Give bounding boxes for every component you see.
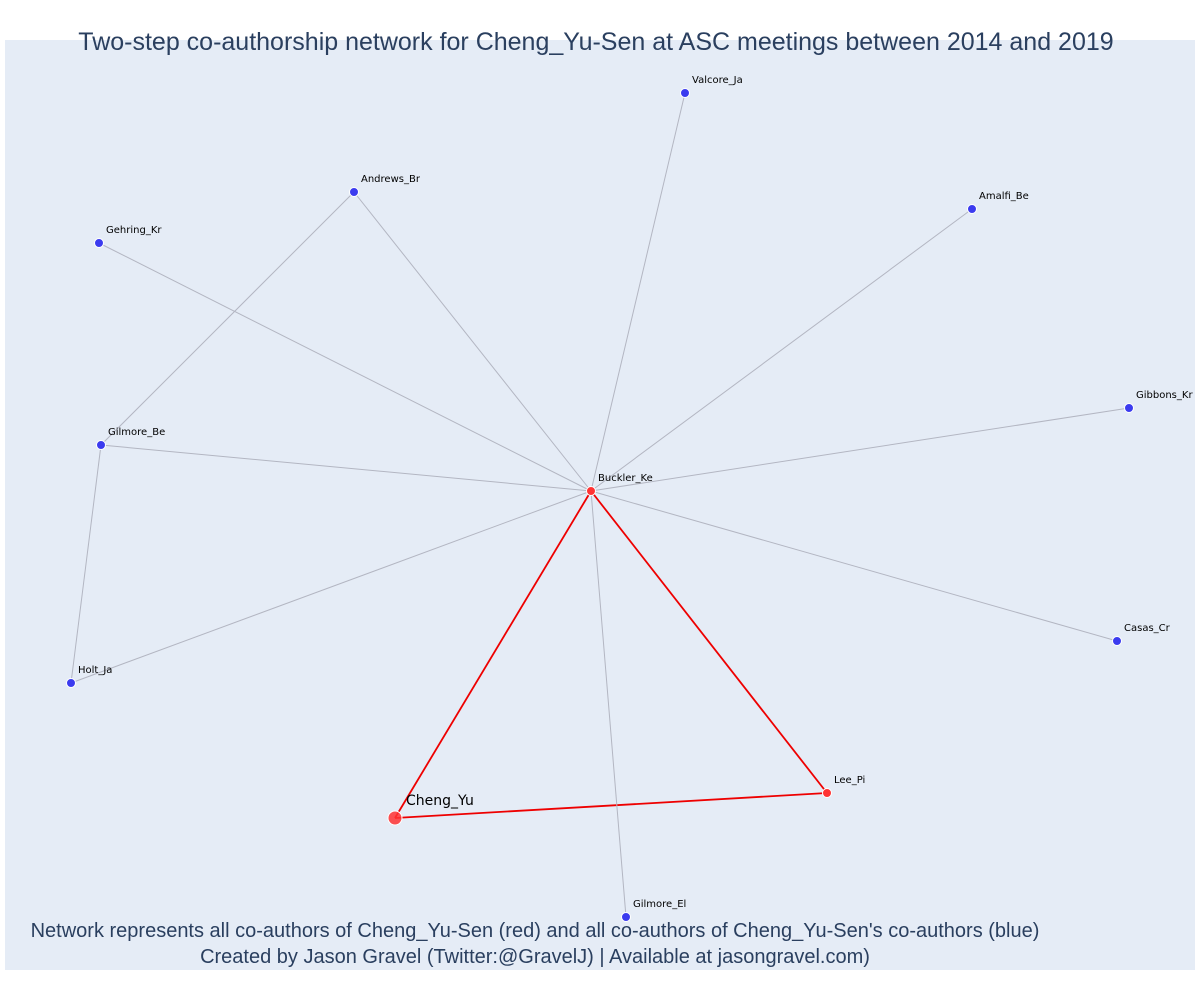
chart-title: Two-step co-authorship network for Cheng… <box>78 28 1114 56</box>
node-label-gehring-kr: Gehring_Kr <box>106 225 162 236</box>
node-buckler-ke[interactable] <box>586 486 596 496</box>
node-holt-ja[interactable] <box>66 678 76 688</box>
node-amalfi-be[interactable] <box>967 204 977 214</box>
edge-buckler-ke-gilmore-be <box>100 444 592 492</box>
node-label-andrews-br: Andrews_Br <box>361 174 421 185</box>
node-label-valcore-ja: Valcore_Ja <box>692 75 743 86</box>
caption: Network represents all co-authors of Che… <box>0 918 1070 970</box>
node-label-cheng-yu: Cheng_Yu <box>406 793 474 809</box>
edge-layer <box>70 92 1130 918</box>
node-label-buckler-ke: Buckler_Ke <box>598 473 653 484</box>
node-label-casas-cr: Casas_Cr <box>1124 623 1171 634</box>
node-andrews-br[interactable] <box>349 187 359 197</box>
caption-line-1: Network represents all co-authors of Che… <box>30 920 1040 942</box>
node-gilmore-el[interactable] <box>621 912 631 922</box>
node-gehring-kr[interactable] <box>94 238 104 248</box>
plot-background <box>5 40 1195 970</box>
edge-buckler-ke-gibbons-kr <box>590 407 1130 492</box>
edge-cheng-yu-buckler-ke <box>394 490 592 819</box>
node-valcore-ja[interactable] <box>680 88 690 98</box>
node-label-gilmore-el: Gilmore_El <box>633 899 686 910</box>
node-label-gibbons-kr: Gibbons_Kr <box>1136 390 1193 401</box>
edge-buckler-ke-holt-ja <box>70 490 592 684</box>
node-label-gilmore-be: Gilmore_Be <box>108 427 165 438</box>
edge-buckler-ke-gilmore-el <box>590 490 627 918</box>
node-cheng-yu[interactable] <box>387 810 403 826</box>
node-layer <box>66 88 1134 922</box>
node-label-amalfi-be: Amalfi_Be <box>979 191 1029 202</box>
node-label-lee-pi: Lee_Pi <box>834 775 865 786</box>
node-lee-pi[interactable] <box>822 788 832 798</box>
edge-buckler-ke-gehring-kr <box>98 242 592 492</box>
edge-buckler-ke-lee-pi <box>590 490 828 794</box>
node-casas-cr[interactable] <box>1112 636 1122 646</box>
node-gibbons-kr[interactable] <box>1124 403 1134 413</box>
edge-andrews-br-gilmore-be <box>100 191 355 446</box>
edge-buckler-ke-amalfi-be <box>590 208 973 492</box>
caption-line-2: Created by Jason Gravel (Twitter:@Gravel… <box>200 946 870 968</box>
node-label-holt-ja: Holt_Ja <box>78 665 112 676</box>
node-gilmore-be[interactable] <box>96 440 106 450</box>
edge-buckler-ke-casas-cr <box>590 490 1118 642</box>
edge-cheng-yu-lee-pi <box>394 792 828 819</box>
edge-gilmore-be-holt-ja <box>70 444 102 684</box>
edge-buckler-ke-andrews-br <box>353 191 592 492</box>
edge-buckler-ke-valcore-ja <box>590 92 686 492</box>
